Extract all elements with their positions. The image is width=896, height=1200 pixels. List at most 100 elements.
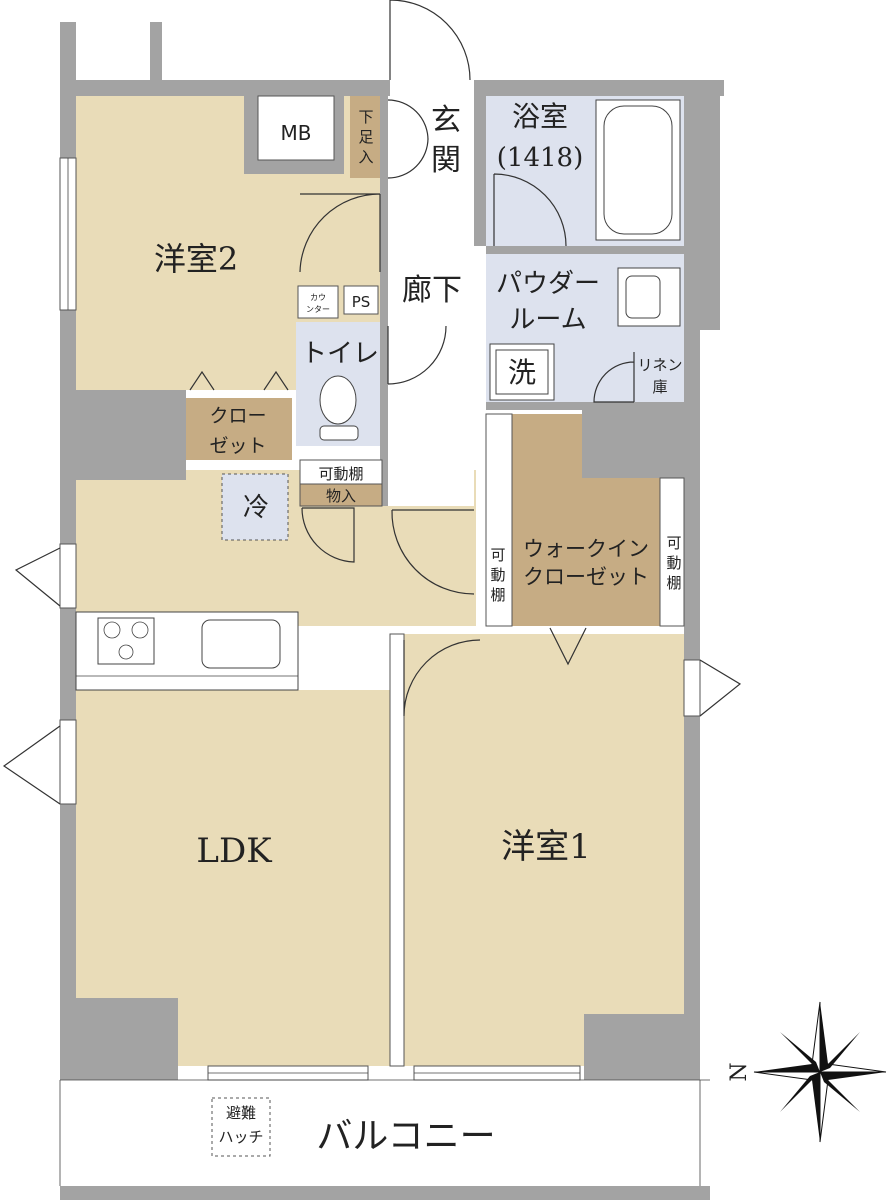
bedroom1-door — [403, 639, 481, 717]
bath-label-2: (1418) — [497, 143, 583, 173]
fridge-space — [221, 473, 289, 541]
wall-top-mid-pillar — [150, 22, 162, 82]
storage-door — [301, 507, 355, 563]
shoe-label-3: 入 — [358, 148, 373, 166]
counter-box — [297, 285, 339, 319]
toilet-label: トイレ — [301, 339, 379, 369]
linen-label-1: リネン — [637, 356, 682, 374]
wall-ldk-bedroom1 — [389, 633, 405, 1067]
walkin-label-2: クローゼット — [523, 565, 649, 589]
fixture-labels: MB PS カウ ンター 下 足 入 冷 洗 リネン 庫 可動棚 物入 可 動 … — [218, 108, 682, 1146]
ps-box — [343, 285, 379, 315]
wall-column-left — [60, 390, 186, 480]
entrance-door — [389, 0, 471, 81]
closet-label-1: クロー — [209, 405, 266, 427]
wall-bath-powder — [486, 246, 684, 254]
shoe-label-1: 下 — [358, 108, 373, 126]
shoe-label-2: 足 — [358, 128, 373, 146]
ldk-label: LDK — [196, 831, 272, 871]
hatch-label-1: 避難 — [226, 1104, 256, 1122]
shelf-right-label-2: 動 — [666, 554, 681, 572]
sink — [201, 619, 281, 669]
mb-box — [257, 95, 335, 161]
wall-bedroom2-right — [380, 96, 388, 506]
hall-floor — [388, 96, 474, 506]
ldk-floor — [76, 690, 390, 1066]
hallway-label: 廊下 — [402, 273, 462, 308]
linen-label-2: 庫 — [652, 378, 667, 396]
hatch-label-2: ハッチ — [218, 1128, 263, 1146]
toilet-tank — [319, 425, 359, 441]
walkin-shelf-right — [659, 477, 685, 627]
shelf-storage-label-2: 物入 — [326, 487, 356, 505]
wall-top-bath — [474, 80, 724, 96]
shelf-storage-label-1: 可動棚 — [318, 465, 363, 483]
washbasin-bowl — [625, 275, 661, 319]
window-swing-left-2 — [2, 725, 61, 805]
doors — [189, 0, 635, 717]
shelf-right-label-3: 棚 — [666, 574, 681, 592]
ps-label: PS — [352, 293, 371, 311]
wall-column-bl — [60, 998, 178, 1080]
closet-doors — [189, 370, 289, 391]
wall-column-walkin — [582, 402, 684, 478]
bathtub-inner — [603, 105, 673, 235]
toilet-door — [387, 325, 447, 385]
compass-icon — [753, 1001, 887, 1143]
stove — [97, 617, 155, 665]
powder-door — [593, 352, 635, 403]
walkin-door — [549, 627, 587, 666]
closet-label-2: ゼット — [209, 435, 266, 457]
washer-label: 洗 — [508, 356, 536, 389]
bedroom1-floor — [404, 634, 684, 1066]
shelf-left-label-1: 可 — [490, 546, 505, 564]
fridge-label: 冷 — [243, 493, 269, 523]
mb-label: MB — [281, 121, 312, 145]
closet-floor — [186, 398, 292, 460]
counter-label-2: ンター — [306, 305, 330, 314]
bedroom2-door — [299, 193, 381, 273]
window-bedroom1-right — [683, 659, 701, 717]
shelf-storage-lower — [299, 483, 383, 507]
wall-powder-bottom — [486, 402, 582, 410]
hall-ldk-door — [391, 509, 475, 595]
entrance-label-2: 関 — [431, 143, 461, 178]
bath-label-1: 浴室 — [512, 100, 568, 133]
powder-label-1: パウダー — [496, 269, 600, 299]
shelf-right-label-1: 可 — [666, 534, 681, 552]
powder-label-2: ルーム — [509, 305, 586, 335]
bedroom1-label: 洋室1 — [501, 827, 591, 867]
entrance-label-1: 玄 — [431, 103, 461, 138]
shelf-left-label-3: 棚 — [490, 586, 505, 604]
fixtures — [59, 95, 710, 1186]
compass-rose: N — [727, 1001, 887, 1143]
window-swing-left-1 — [14, 547, 61, 607]
floor-fills — [76, 96, 686, 1066]
balcony-outline — [59, 1079, 710, 1186]
room-labels: 洋室2 洋室1 LDK 玄 関 廊下 浴室 (1418) パウダー ルーム トイ… — [154, 100, 649, 1157]
wall-top-left-pillar — [60, 22, 76, 82]
counter-label-1: カウ — [310, 293, 326, 302]
shelf-left-label-2: 動 — [490, 566, 505, 584]
shoe-cabinet-floor — [350, 96, 380, 178]
shoe-door-swing — [387, 99, 429, 179]
wall-column-br — [584, 1014, 700, 1080]
compass-north-label: N — [727, 1062, 752, 1081]
walkin-label-1: ウォークイン — [523, 537, 649, 561]
window-ldk-left-2 — [59, 719, 77, 805]
window-swing-right — [699, 659, 742, 717]
wall-balcony-bottom — [60, 1186, 710, 1200]
hatch-box — [211, 1097, 271, 1157]
walkin-shelf-left — [485, 413, 513, 627]
toilet-bowl — [319, 375, 357, 425]
wall-right-outer — [684, 96, 700, 1078]
wall-hall-right — [474, 96, 486, 246]
windows — [2, 157, 742, 1081]
bedroom2-label: 洋室2 — [154, 240, 238, 278]
wall-right-pillar — [700, 80, 720, 330]
window-ldk-left-1 — [59, 543, 77, 609]
bath-door — [493, 173, 567, 247]
balcony-label: バルコニー — [316, 1116, 495, 1157]
washer-inner — [495, 349, 549, 395]
